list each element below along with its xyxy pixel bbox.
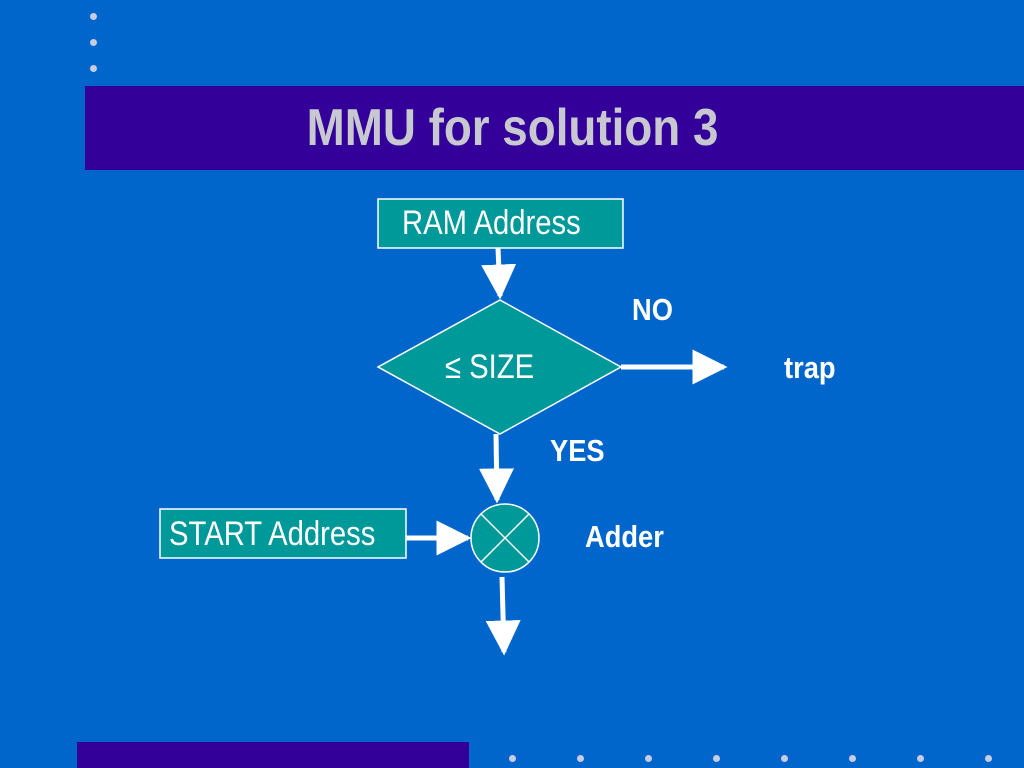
decor-dot [577, 755, 584, 762]
decor-dot [90, 13, 97, 20]
size-decision-label: ≤ SIZE [445, 348, 535, 386]
decor-dot [985, 755, 992, 762]
arrow-yes-to-adder [479, 433, 515, 504]
start-address-label: START Address [169, 515, 376, 553]
bottom-bar [77, 742, 469, 768]
no-branch-label: NO [632, 292, 673, 327]
trap-label: trap [784, 350, 836, 385]
decor-dot [645, 755, 652, 762]
adder-multiply-cross-icon [470, 503, 540, 573]
yes-branch-label: YES [550, 433, 605, 468]
ram-address-label: RAM Address [402, 204, 581, 242]
decor-dot [917, 755, 924, 762]
decor-dot [781, 755, 788, 762]
decor-dot [90, 65, 97, 72]
decor-dot [713, 755, 720, 762]
decor-dot [509, 755, 516, 762]
adder-label: Adder [585, 519, 664, 554]
decor-dot [90, 39, 97, 46]
arrow-adder-output [485, 576, 521, 656]
start-address-box [159, 508, 407, 559]
title-bar: MMU for solution 3 [85, 86, 1024, 170]
decor-dot [849, 755, 856, 762]
slide-title: MMU for solution 3 [306, 99, 719, 157]
size-decision-diamond [376, 299, 623, 435]
arrow-ram-to-decision [481, 247, 517, 300]
